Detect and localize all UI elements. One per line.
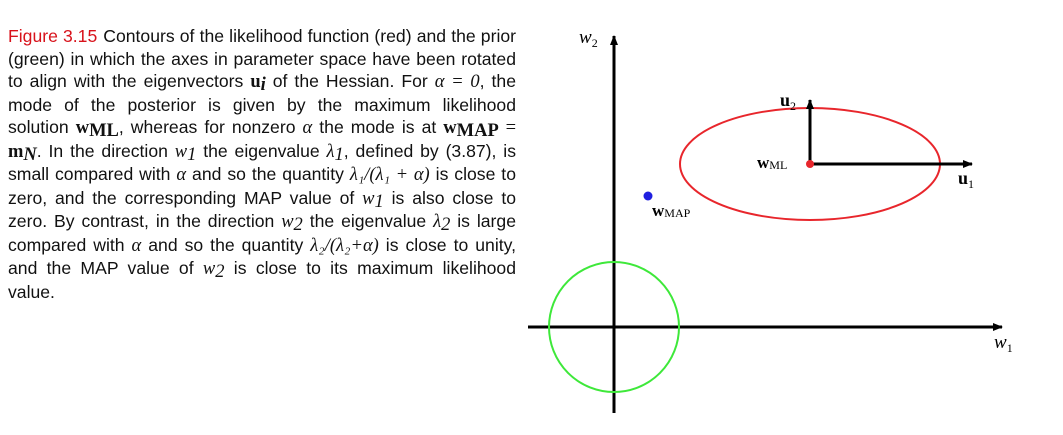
math-lambda2: λ2 [433,212,451,235]
math-u-i: ui [250,72,266,95]
ml-label: wML [757,153,787,172]
caption-text: the eigenvalue [302,211,434,231]
math-w1: w1 [362,188,384,212]
caption-text: is large compared with [8,211,516,255]
caption-text: is close to its maximum likelihood value… [8,258,516,302]
caption-text: , the mode of the posterior is given by … [8,71,516,137]
u1-label: u1 [958,168,974,191]
map-label: wMAP [652,201,691,220]
caption-text: is also close to zero. By contrast, in t… [8,187,517,232]
caption-text: is close to zero, and the corresponding … [8,164,516,208]
math-w-ml: wML [75,118,119,141]
math-ratio-1: λ₁/(λ₁ + α) [349,165,430,185]
math-w-map: wMAP [443,118,499,141]
ml-point [806,160,814,168]
math-w2: w2 [281,212,303,235]
w2-axis-label: w2 [579,27,598,50]
math-alpha: α [131,235,142,256]
caption-text: the eigenvalue [196,140,327,161]
math-ratio-2: λ₂/(λ₂+α) [310,235,379,256]
caption-text: of the Hessian. For [265,71,435,91]
w1-axis-label: w1 [994,332,1013,355]
caption-text: the mode is at [312,117,444,137]
caption-text: Contours of the likelihood function (red… [8,26,516,91]
caption-text: and so the quantity [186,164,350,184]
math-m-n: mN [8,141,37,165]
caption-text: , whereas for nonzero [118,117,303,137]
math-alpha: α [302,118,313,138]
prior-contour [548,261,680,393]
caption-text: . In the direction [36,140,175,161]
math-lambda1: λ1 [326,141,344,165]
math-w2: w2 [202,259,225,282]
math-alpha-zero: α = 0 [434,72,480,92]
math-alpha: α [176,165,187,185]
caption-text: and so the quantity [141,234,311,255]
math-w1: w1 [174,141,197,165]
math-equals: = [498,118,517,138]
caption-text: , defined by (3.87), is small compared w… [8,140,516,185]
u2-label: u2 [780,90,796,113]
caption-text: is close to unity, and the MAP value of [8,234,516,279]
map-point [643,191,653,201]
figure-label: Figure 3.15 [8,26,98,46]
